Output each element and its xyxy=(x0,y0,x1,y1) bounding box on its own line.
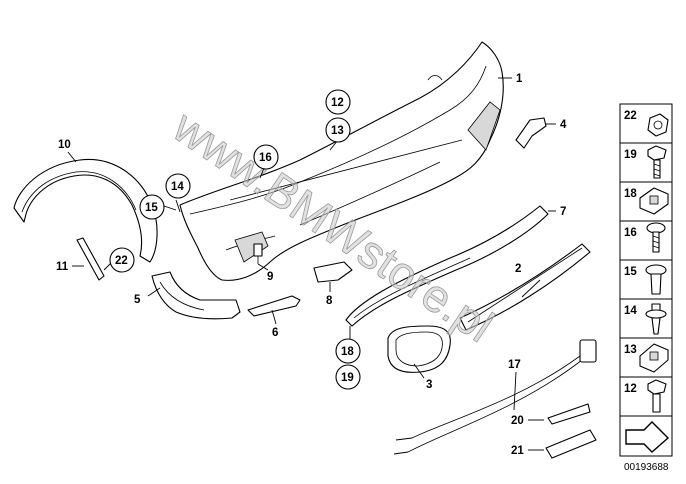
callout-14: 14 xyxy=(171,181,184,193)
panel-label-16: 16 xyxy=(624,227,637,239)
callout-20: 20 xyxy=(511,415,524,427)
callout-2: 2 xyxy=(515,263,521,275)
small-strip-part xyxy=(247,295,301,317)
callout-9: 9 xyxy=(267,271,273,283)
plastic-rivet-icon xyxy=(645,303,667,335)
arrow-icon xyxy=(625,421,670,453)
callout-13: 13 xyxy=(331,125,344,137)
callout-15: 15 xyxy=(145,202,158,214)
panel-label-13: 13 xyxy=(624,344,637,356)
callout-8: 8 xyxy=(326,295,333,307)
callout-1: 1 xyxy=(516,73,523,85)
clip-part xyxy=(253,243,263,264)
callout-6: 6 xyxy=(272,327,278,339)
trim-strip-part xyxy=(76,237,105,281)
harness-clips-part xyxy=(547,403,591,425)
callout-11: 11 xyxy=(56,261,69,273)
wheel-arch-trim-part xyxy=(13,158,158,263)
fastener-panel: 22 19 18 16 15 1 xyxy=(619,103,673,457)
callout-labels: 1 2 3 4 5 6 7 8 9 10 11 17 20 21 xyxy=(56,73,567,457)
callout-3: 3 xyxy=(426,379,432,391)
callout-4: 4 xyxy=(560,119,567,131)
lower-strip-part xyxy=(345,205,549,327)
panel-label-22: 22 xyxy=(624,110,637,122)
lower-grille-part xyxy=(459,243,591,331)
reflector-part xyxy=(313,261,353,283)
hex-bolt-icon xyxy=(647,379,667,413)
hex-screw-icon xyxy=(647,145,667,179)
panel-label-18: 18 xyxy=(624,188,637,200)
callout-22: 22 xyxy=(115,255,128,267)
nut-icon xyxy=(647,113,669,137)
panel-label-19: 19 xyxy=(624,149,637,161)
clip-nut-icon xyxy=(639,343,669,373)
callout-16: 16 xyxy=(259,152,272,164)
callout-17: 17 xyxy=(508,359,521,371)
grille-insert-part xyxy=(387,325,451,373)
bracket-part xyxy=(515,117,547,149)
callout-18: 18 xyxy=(341,346,354,358)
callout-21: 21 xyxy=(511,445,524,457)
panel-label-15: 15 xyxy=(624,266,637,278)
callout-7: 7 xyxy=(560,206,566,218)
callout-12: 12 xyxy=(331,97,344,109)
lower-corner-panel-part xyxy=(151,271,241,320)
drawing-code: 00193688 xyxy=(624,462,669,473)
callout-10: 10 xyxy=(58,139,71,151)
expanding-rivet-icon xyxy=(645,264,667,295)
leader-lines xyxy=(67,77,556,451)
panel-label-12: 12 xyxy=(624,383,637,395)
panel-label-14: 14 xyxy=(624,305,637,317)
tube-part xyxy=(545,429,597,459)
screw-icon xyxy=(646,222,666,253)
circled-callouts: 12 13 14 15 16 18 19 22 xyxy=(109,89,361,390)
wiring-harness-part xyxy=(393,339,597,455)
callout-5: 5 xyxy=(134,294,141,306)
clip-nut-icon xyxy=(639,187,669,215)
callout-19: 19 xyxy=(341,372,354,384)
rear-bumper-part xyxy=(179,41,504,281)
